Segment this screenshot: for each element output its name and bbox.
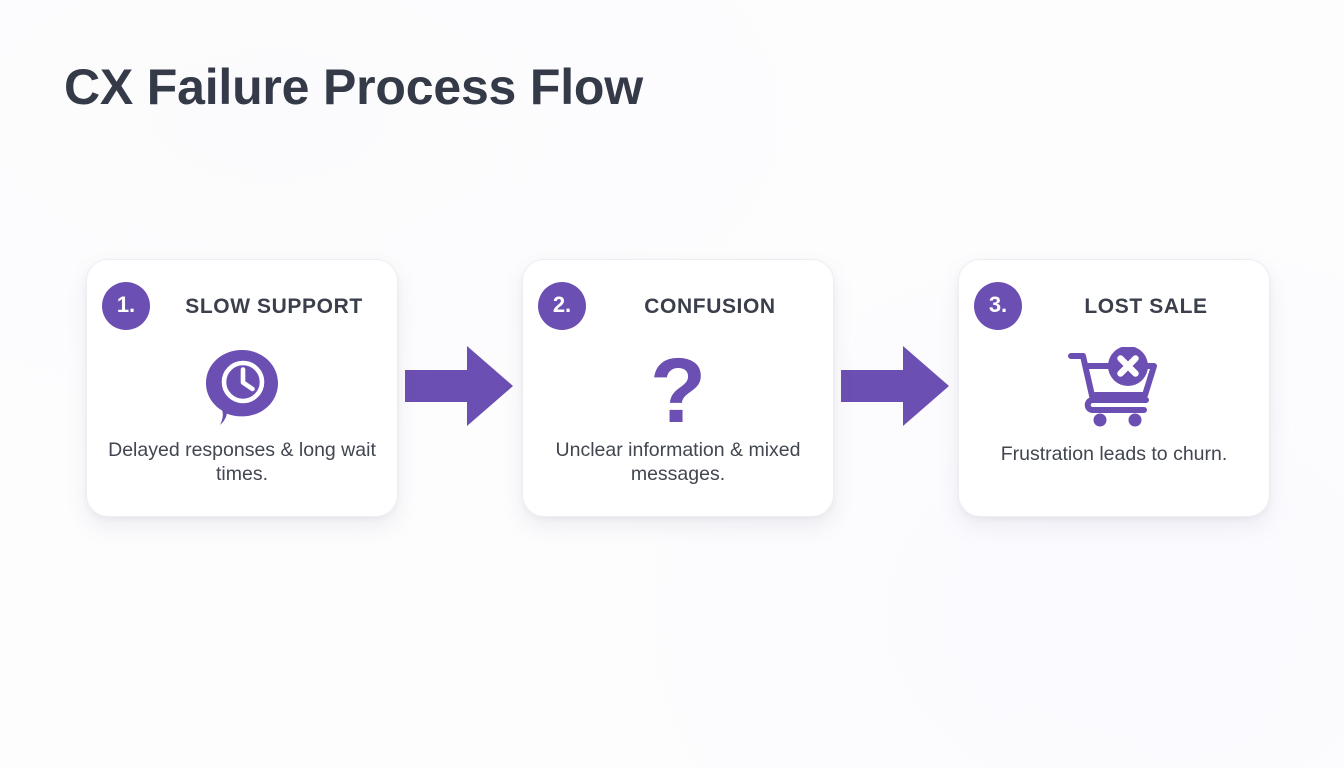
card-title: CONFUSION bbox=[644, 295, 776, 318]
card-icon-slot bbox=[959, 345, 1269, 432]
card-title: LOST SALE bbox=[1084, 295, 1208, 318]
speech-bubble-clock-icon bbox=[202, 346, 282, 433]
step-number-badge: 2. bbox=[538, 282, 586, 330]
page-title: CX Failure Process Flow bbox=[64, 59, 643, 115]
flow-card-confusion[interactable]: 2. CONFUSION ? Unclear information & mix… bbox=[522, 259, 834, 517]
card-description: Frustration leads to churn. bbox=[1000, 443, 1228, 465]
card-description: Delayed responses & long wait times. bbox=[108, 439, 376, 485]
flow-connector-2 bbox=[840, 345, 952, 431]
step-number-badge: 1. bbox=[102, 282, 150, 330]
flow-card-lost-sale[interactable]: 3. LOST SALE bbox=[958, 259, 1270, 517]
card-description: Unclear information & mixed messages. bbox=[555, 439, 801, 485]
question-mark-icon: ? bbox=[649, 340, 707, 442]
flow-card-slow-support[interactable]: 1. SLOW SUPPORT Delayed responses & long… bbox=[86, 259, 398, 517]
card-title: SLOW SUPPORT bbox=[185, 295, 363, 318]
step-number-badge: 3. bbox=[974, 282, 1022, 330]
flow-connector-1 bbox=[404, 345, 516, 431]
card-icon-slot: ? bbox=[523, 340, 833, 442]
shopping-cart-x-icon bbox=[1066, 345, 1162, 432]
arrow-right-icon bbox=[841, 344, 951, 433]
card-icon-slot bbox=[87, 346, 397, 432]
arrow-right-icon bbox=[405, 344, 515, 433]
process-flow: 1. SLOW SUPPORT Delayed responses & long… bbox=[86, 257, 1270, 519]
